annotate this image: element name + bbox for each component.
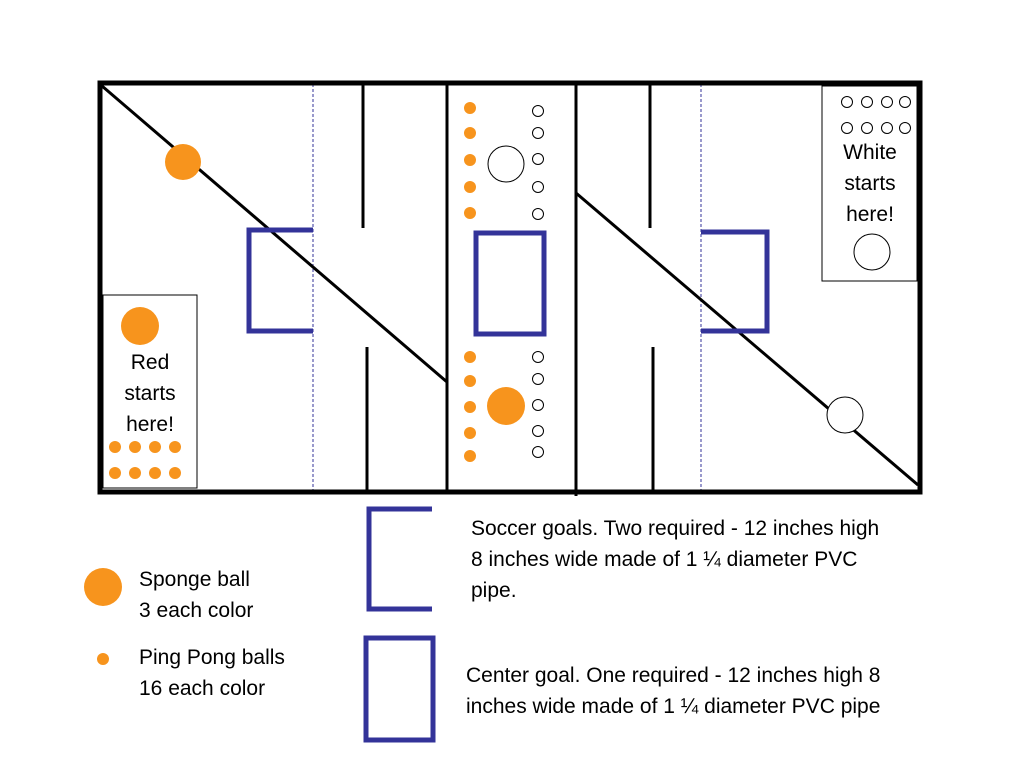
white-ping-pong-ball bbox=[532, 153, 544, 165]
orange-ping-pong-ball bbox=[464, 181, 476, 193]
orange-ping-pong-ball bbox=[464, 401, 476, 413]
white-sponge-ball-center bbox=[487, 145, 525, 183]
right-diagonal-line bbox=[575, 191, 919, 487]
ping-pong-legend-text: Ping Pong balls 16 each color bbox=[139, 646, 285, 700]
orange-ping-pong-ball bbox=[169, 467, 181, 479]
white-start-label: White starts here! bbox=[843, 141, 897, 226]
orange-ping-pong-ball bbox=[169, 441, 181, 453]
red-start-label: Red starts here! bbox=[124, 351, 176, 436]
orange-ping-pong-ball bbox=[109, 441, 121, 453]
soccer-goal-legend-icon bbox=[366, 506, 432, 612]
sponge-ball-legend-text: Sponge ball 3 each color bbox=[139, 568, 254, 622]
white-sponge-ball bbox=[826, 396, 864, 434]
white-sponge-ball-start bbox=[853, 233, 891, 271]
white-ping-pong-ball bbox=[532, 425, 544, 437]
orange-ping-pong-ball bbox=[129, 441, 141, 453]
left-diagonal-line bbox=[101, 84, 448, 384]
center-goal-legend-icon bbox=[363, 635, 436, 743]
orange-ping-pong-ball bbox=[109, 467, 121, 479]
white-ping-pong-ball bbox=[899, 96, 911, 108]
white-ping-pong-ball bbox=[881, 96, 893, 108]
orange-ping-pong-ball bbox=[464, 375, 476, 387]
orange-ping-pong-ball bbox=[464, 207, 476, 219]
orange-ping-pong-ball bbox=[464, 450, 476, 462]
white-ping-pong-ball bbox=[532, 105, 544, 117]
white-ping-pong-ball bbox=[881, 122, 893, 134]
orange-ping-pong-ball bbox=[464, 351, 476, 363]
field-border bbox=[97, 80, 923, 495]
white-ping-pong-ball bbox=[861, 96, 873, 108]
white-ping-pong-ball bbox=[532, 351, 544, 363]
white-ping-pong-ball bbox=[532, 446, 544, 458]
orange-ping-pong-ball bbox=[464, 102, 476, 114]
white-ping-pong-ball bbox=[841, 96, 853, 108]
left-soccer-goal bbox=[246, 227, 313, 334]
right-soccer-goal bbox=[701, 229, 770, 334]
orange-ping-pong-ball bbox=[464, 127, 476, 139]
white-ping-pong-ball bbox=[532, 208, 544, 220]
center-goal bbox=[473, 230, 547, 337]
white-ping-pong-ball bbox=[841, 122, 853, 134]
orange-sponge-ball bbox=[165, 144, 201, 180]
ping-pong-balls bbox=[109, 96, 911, 479]
sponge-ball-legend-icon bbox=[84, 568, 122, 606]
white-ping-pong-ball bbox=[532, 399, 544, 411]
orange-ping-pong-ball bbox=[464, 154, 476, 166]
white-ping-pong-ball bbox=[861, 122, 873, 134]
white-ping-pong-ball bbox=[532, 127, 544, 139]
ping-pong-legend-icon bbox=[97, 653, 109, 665]
orange-ping-pong-ball bbox=[464, 427, 476, 439]
red-start-box bbox=[102, 294, 198, 489]
orange-ping-pong-ball bbox=[149, 441, 161, 453]
white-ping-pong-ball bbox=[532, 181, 544, 193]
orange-sponge-ball-center bbox=[487, 387, 525, 425]
white-ping-pong-ball bbox=[899, 122, 911, 134]
white-ping-pong-ball bbox=[532, 373, 544, 385]
orange-ping-pong-ball bbox=[149, 467, 161, 479]
orange-ping-pong-ball bbox=[129, 467, 141, 479]
center-goal-note: Center goal. One required - 12 inches hi… bbox=[466, 664, 881, 718]
orange-sponge-ball-start bbox=[121, 307, 159, 345]
soccer-goals-note: Soccer goals. Two required - 12 inches h… bbox=[471, 517, 880, 602]
